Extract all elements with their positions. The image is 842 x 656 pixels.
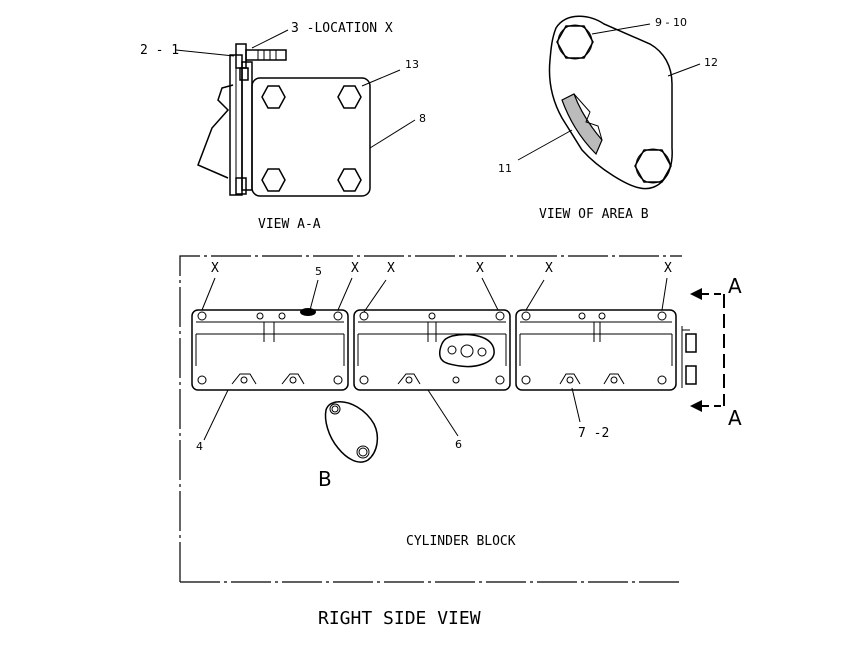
callout-2-1: 2 - 1	[140, 43, 179, 58]
x-marker-4: X	[476, 261, 484, 276]
hex-bolt-3	[261, 168, 286, 192]
hex-bolt-1	[261, 85, 286, 109]
callout-7-2: 7 -2	[578, 426, 609, 441]
hex-bolt-4	[337, 168, 362, 192]
bracket-shape	[197, 84, 234, 179]
callout-12: 12	[704, 56, 718, 69]
oval-flange	[438, 333, 495, 368]
bolt-head	[235, 43, 247, 69]
right-side-view: X X X X X X 5 4 6 7 -2 B A A CYLIND	[179, 255, 742, 583]
view-area-b-caption: VIEW OF AREA B	[539, 207, 649, 222]
section-a-top-label: A	[728, 274, 742, 298]
callout-13: 13	[405, 58, 419, 71]
side-cover-2	[353, 309, 511, 391]
hex-port-top	[556, 25, 594, 59]
callout-11: 11	[498, 162, 512, 175]
callout-4: 4	[196, 440, 203, 453]
gasket-cutaway	[561, 93, 603, 156]
callout-6: 6	[455, 438, 462, 451]
view-a-a-detail: 2 - 1 3 -LOCATION X 13 8 VIEW A-A	[140, 21, 426, 232]
section-a-a-marker: A A	[690, 274, 742, 430]
bolt-shank	[245, 49, 287, 61]
side-cover-1	[191, 308, 349, 391]
right-side-view-caption: RIGHT SIDE VIEW	[318, 608, 481, 629]
section-a-bottom-label: A	[728, 406, 742, 430]
gasket-plate	[241, 61, 253, 191]
side-fitting	[681, 326, 697, 388]
callout-5: 5	[315, 265, 322, 278]
hex-port-bottom	[634, 149, 672, 183]
x-marker-2: X	[351, 261, 359, 276]
callout-8: 8	[419, 112, 426, 125]
view-area-b-detail: 9 - 10 12 11 VIEW OF AREA B	[498, 15, 718, 222]
cylinder-block-label: CYLINDER BLOCK	[406, 534, 516, 549]
view-a-a-caption: VIEW A-A	[258, 217, 321, 232]
callout-9-10: 9 - 10	[655, 16, 687, 29]
x-marker-6: X	[664, 261, 672, 276]
area-b-label: B	[318, 467, 332, 491]
cylinder-block-outline	[179, 255, 682, 582]
x-marker-1: X	[211, 261, 219, 276]
hex-bolt-2	[337, 85, 362, 109]
side-cover-3	[515, 309, 677, 391]
flange-outline	[548, 15, 673, 190]
cover-plate	[251, 77, 371, 197]
area-b-gasket	[324, 401, 379, 463]
x-marker-3: X	[387, 261, 395, 276]
callout-3-location: 3 -LOCATION X	[291, 21, 393, 36]
x-marker-5: X	[545, 261, 553, 276]
